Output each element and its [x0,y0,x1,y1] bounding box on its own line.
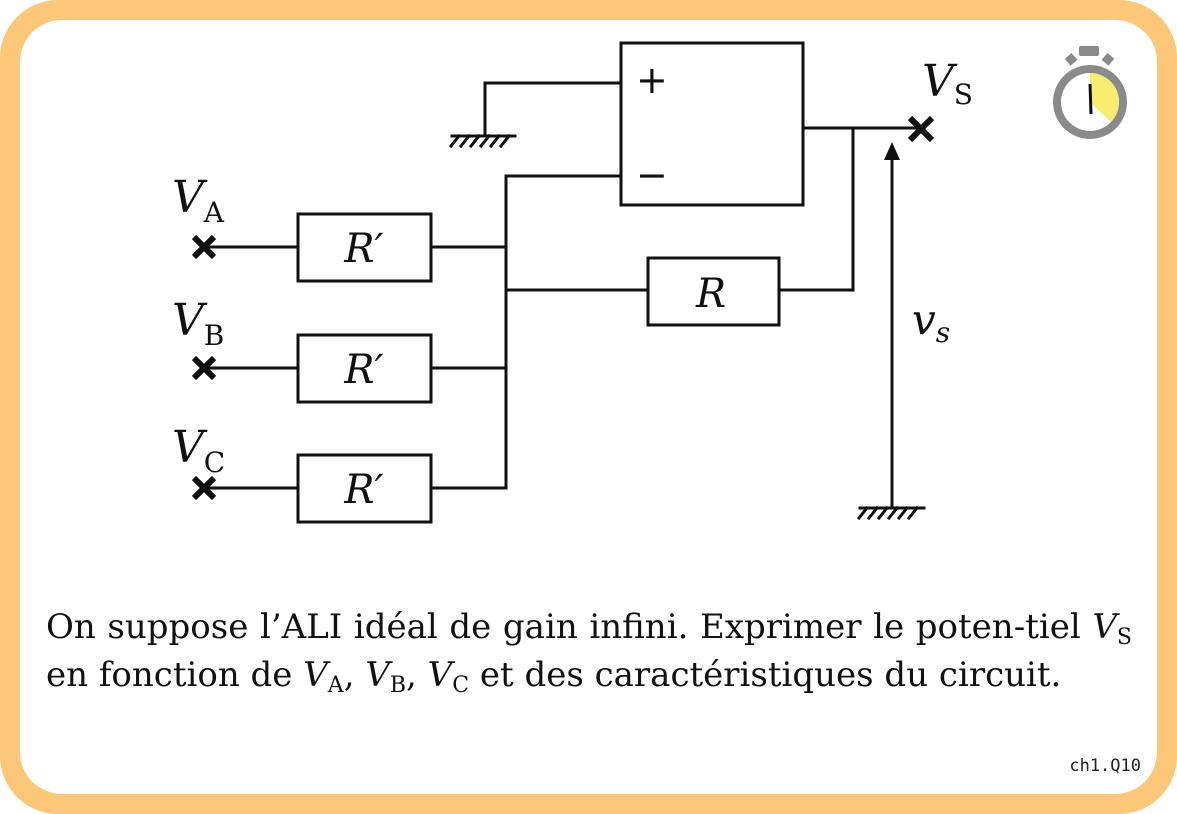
card-body [20,20,1157,794]
card-reference: ch1.Q10 [1069,756,1141,776]
terminal-cross-c [191,475,217,501]
stopwatch-icon [1053,46,1127,139]
label-vs-output: VS [922,56,973,111]
resistor-rprime-c [296,453,433,524]
terminal-cross-b [191,355,217,381]
label-vc: VC [172,422,225,479]
resistor-rprime-b [296,333,433,404]
ground-symbol-output [856,505,926,521]
opamp-plus-sign: + [636,58,668,102]
opamp-minus-sign: − [636,153,668,197]
arrow-head [884,142,900,160]
resistor-rprime-a [296,212,433,283]
terminal-cross-a [191,234,217,260]
label-va: VA [172,172,225,229]
resistor-label-b: R′ [343,347,383,393]
resistor-label-c: R′ [343,467,383,513]
label-vs-voltage: vs [912,295,950,349]
resistor-label-a: R′ [343,226,383,272]
ground-symbol-plus [448,133,517,149]
resistor-label-r: R [695,271,726,317]
terminal-cross-s [907,115,935,143]
opamp-box [619,41,805,207]
question-text: On suppose l’ALI idéal de gain infini. E… [46,607,1132,698]
resistor-r-feedback [646,256,781,327]
label-vb: VB [172,295,224,352]
